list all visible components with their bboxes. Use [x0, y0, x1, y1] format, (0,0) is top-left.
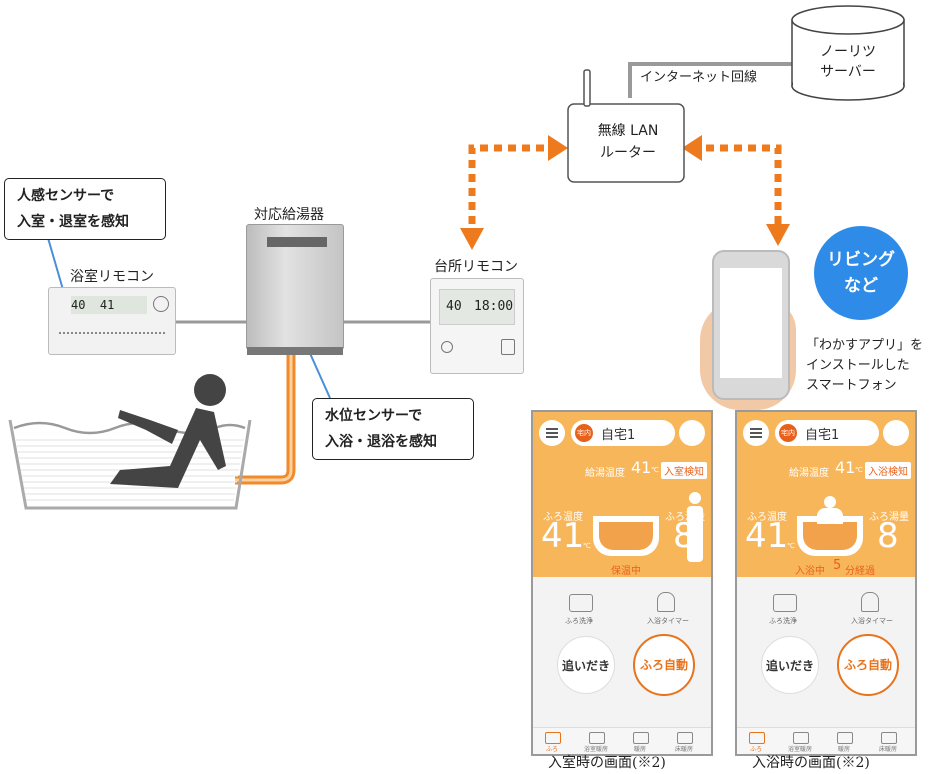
menu-icon[interactable] — [743, 420, 769, 446]
water-heater-label: 対応給湯器 — [254, 207, 324, 223]
reheat-label: 追いだき — [561, 659, 610, 673]
reheat-label: 追いだき — [765, 659, 814, 673]
auto-bath-label: ふろ自動 — [843, 658, 892, 672]
status-minutes: 5 — [833, 558, 842, 573]
bath-wash-label: ふろ洗浄 — [565, 617, 593, 625]
nav-heater-icon[interactable] — [633, 732, 649, 744]
caption-bathing-screen: 入浴時の画面(※2) — [752, 755, 870, 771]
home-tag: 宅内 — [779, 424, 797, 442]
kitchen-remote-time: 18:00 — [474, 299, 514, 314]
nav-floor-heater-icon[interactable] — [677, 732, 693, 744]
bath-timer-label: 入浴タイマー — [647, 617, 689, 625]
bath-timer-label: 入浴タイマー — [851, 617, 893, 625]
bath-remote-label: 浴室リモコン — [70, 269, 154, 285]
bath-temp-value: 41 — [745, 516, 789, 556]
router-label: 無線 LAN ルーター — [597, 123, 659, 161]
home-name: 自宅1 — [805, 428, 840, 443]
supply-temp-unit: ℃ — [651, 466, 659, 474]
nav-heater[interactable]: 暖房 — [633, 746, 646, 753]
nav-heater[interactable]: 暖房 — [837, 746, 850, 753]
router-icon — [567, 69, 685, 183]
auto-bath-label: ふろ自動 — [639, 658, 688, 672]
bath-wash-icon[interactable] — [569, 594, 593, 612]
bell-icon[interactable] — [657, 592, 675, 612]
supply-temp-value: 41 — [631, 458, 652, 477]
supply-temp-label: 給湯温度 — [585, 468, 625, 479]
nav-bath[interactable]: ふろ — [545, 746, 558, 753]
human-sensor-callout: 人感センサーで 入室・退室を感知 — [4, 178, 166, 240]
bath-level-label: ふろ湯量 — [869, 512, 909, 523]
supply-temp-label: 給湯温度 — [789, 468, 829, 479]
smartphone-device — [712, 250, 790, 400]
auto-bath-button[interactable]: ふろ自動 — [837, 634, 899, 696]
server-icon — [791, 5, 905, 101]
bath-temp-unit: ℃ — [583, 542, 591, 550]
water-heater — [246, 224, 344, 355]
wifi-arrow-phone — [692, 144, 782, 226]
living-label: リビング など — [827, 250, 895, 296]
kitchen-remote: 40 18:00 — [430, 278, 524, 374]
home-selector[interactable]: 宅内 自宅1 — [571, 420, 675, 446]
bath-temp-unit: ℃ — [787, 542, 795, 550]
auto-bath-button[interactable]: ふろ自動 — [633, 634, 695, 696]
internet-line-label: インターネット回線 — [640, 70, 758, 85]
home-tag: 宅内 — [575, 424, 593, 442]
bath-temp-label: ふろ温度 — [543, 512, 583, 523]
nav-bath[interactable]: ふろ — [749, 746, 762, 753]
status-badge: 入浴検知 — [865, 462, 911, 479]
grid-icon[interactable] — [883, 420, 909, 446]
bath-temp-label: ふろ温度 — [747, 512, 787, 523]
home-selector[interactable]: 宅内 自宅1 — [775, 420, 879, 446]
supply-temp-value: 41 — [835, 458, 856, 477]
smartphone-caption: 「わかすアプリ」を インストールした スマートフォン — [806, 338, 924, 393]
home-name: 自宅1 — [601, 428, 636, 443]
phone-screen-bathing: 宅内 自宅1 給湯温度 41 ℃ 入浴検知 ふろ温度 41 ℃ ふろ湯量 8 入… — [735, 410, 917, 756]
status-elapsed: 分経過 — [845, 566, 875, 577]
bottom-nav: ふろ 浴室暖房 暖房 床暖房 — [737, 727, 915, 754]
status-line: 入浴中 — [795, 566, 825, 577]
bath-wash-label: ふろ洗浄 — [769, 617, 797, 625]
kitchen-remote-temp: 40 — [446, 299, 462, 314]
nav-bath-icon[interactable] — [749, 732, 765, 744]
nav-bathroom-heater-icon[interactable] — [589, 732, 605, 744]
bath-level-value: 8 — [877, 516, 899, 556]
reheat-button[interactable]: 追いだき — [761, 636, 819, 694]
supply-temp-unit: ℃ — [855, 466, 863, 474]
bath-remote-display: 40 41 — [71, 296, 147, 314]
bath-temp-value: 41 — [541, 516, 585, 556]
nav-floor-heater[interactable]: 床暖房 — [878, 746, 897, 753]
bath-remote: 40 41 — [48, 287, 176, 355]
person-standing-icon — [687, 492, 703, 562]
internet-cable — [628, 62, 792, 98]
bath-wash-icon[interactable] — [773, 594, 797, 612]
nav-floor-heater-icon[interactable] — [881, 732, 897, 744]
status-badge: 入室検知 — [661, 462, 707, 479]
nav-heater-icon[interactable] — [837, 732, 853, 744]
noritz-server-label: ノーリツ サーバー — [820, 44, 876, 80]
nav-bathroom-heater-icon[interactable] — [793, 732, 809, 744]
bath-level-label: ふろ湯量 — [665, 512, 705, 523]
bathtub-illustration — [8, 374, 252, 510]
living-badge: リビング など — [814, 226, 908, 320]
nav-bathroom-heater[interactable]: 浴室暖房 — [787, 746, 812, 753]
wifi-arrow-kitchen — [468, 144, 558, 230]
bell-icon[interactable] — [861, 592, 879, 612]
tub-icon — [593, 516, 659, 556]
status-line: 保温中 — [611, 566, 641, 577]
bottom-nav: ふろ 浴室暖房 暖房 床暖房 — [533, 727, 711, 754]
reheat-button[interactable]: 追いだき — [557, 636, 615, 694]
nav-bath-icon[interactable] — [545, 732, 561, 744]
nav-floor-heater[interactable]: 床暖房 — [674, 746, 693, 753]
caption-enter-screen: 入室時の画面(※2) — [548, 755, 666, 771]
person-bathing-icon — [817, 496, 843, 526]
grid-icon[interactable] — [679, 420, 705, 446]
nav-bathroom-heater[interactable]: 浴室暖房 — [583, 746, 608, 753]
tub-icon — [797, 516, 863, 556]
menu-icon[interactable] — [539, 420, 565, 446]
phone-screen-enter: 宅内 自宅1 給湯温度 41 ℃ 入室検知 ふろ温度 41 ℃ ふろ湯量 8 保… — [531, 410, 713, 756]
kitchen-remote-label: 台所リモコン — [434, 259, 518, 275]
water-sensor-callout: 水位センサーで 入浴・退浴を感知 — [312, 398, 474, 460]
